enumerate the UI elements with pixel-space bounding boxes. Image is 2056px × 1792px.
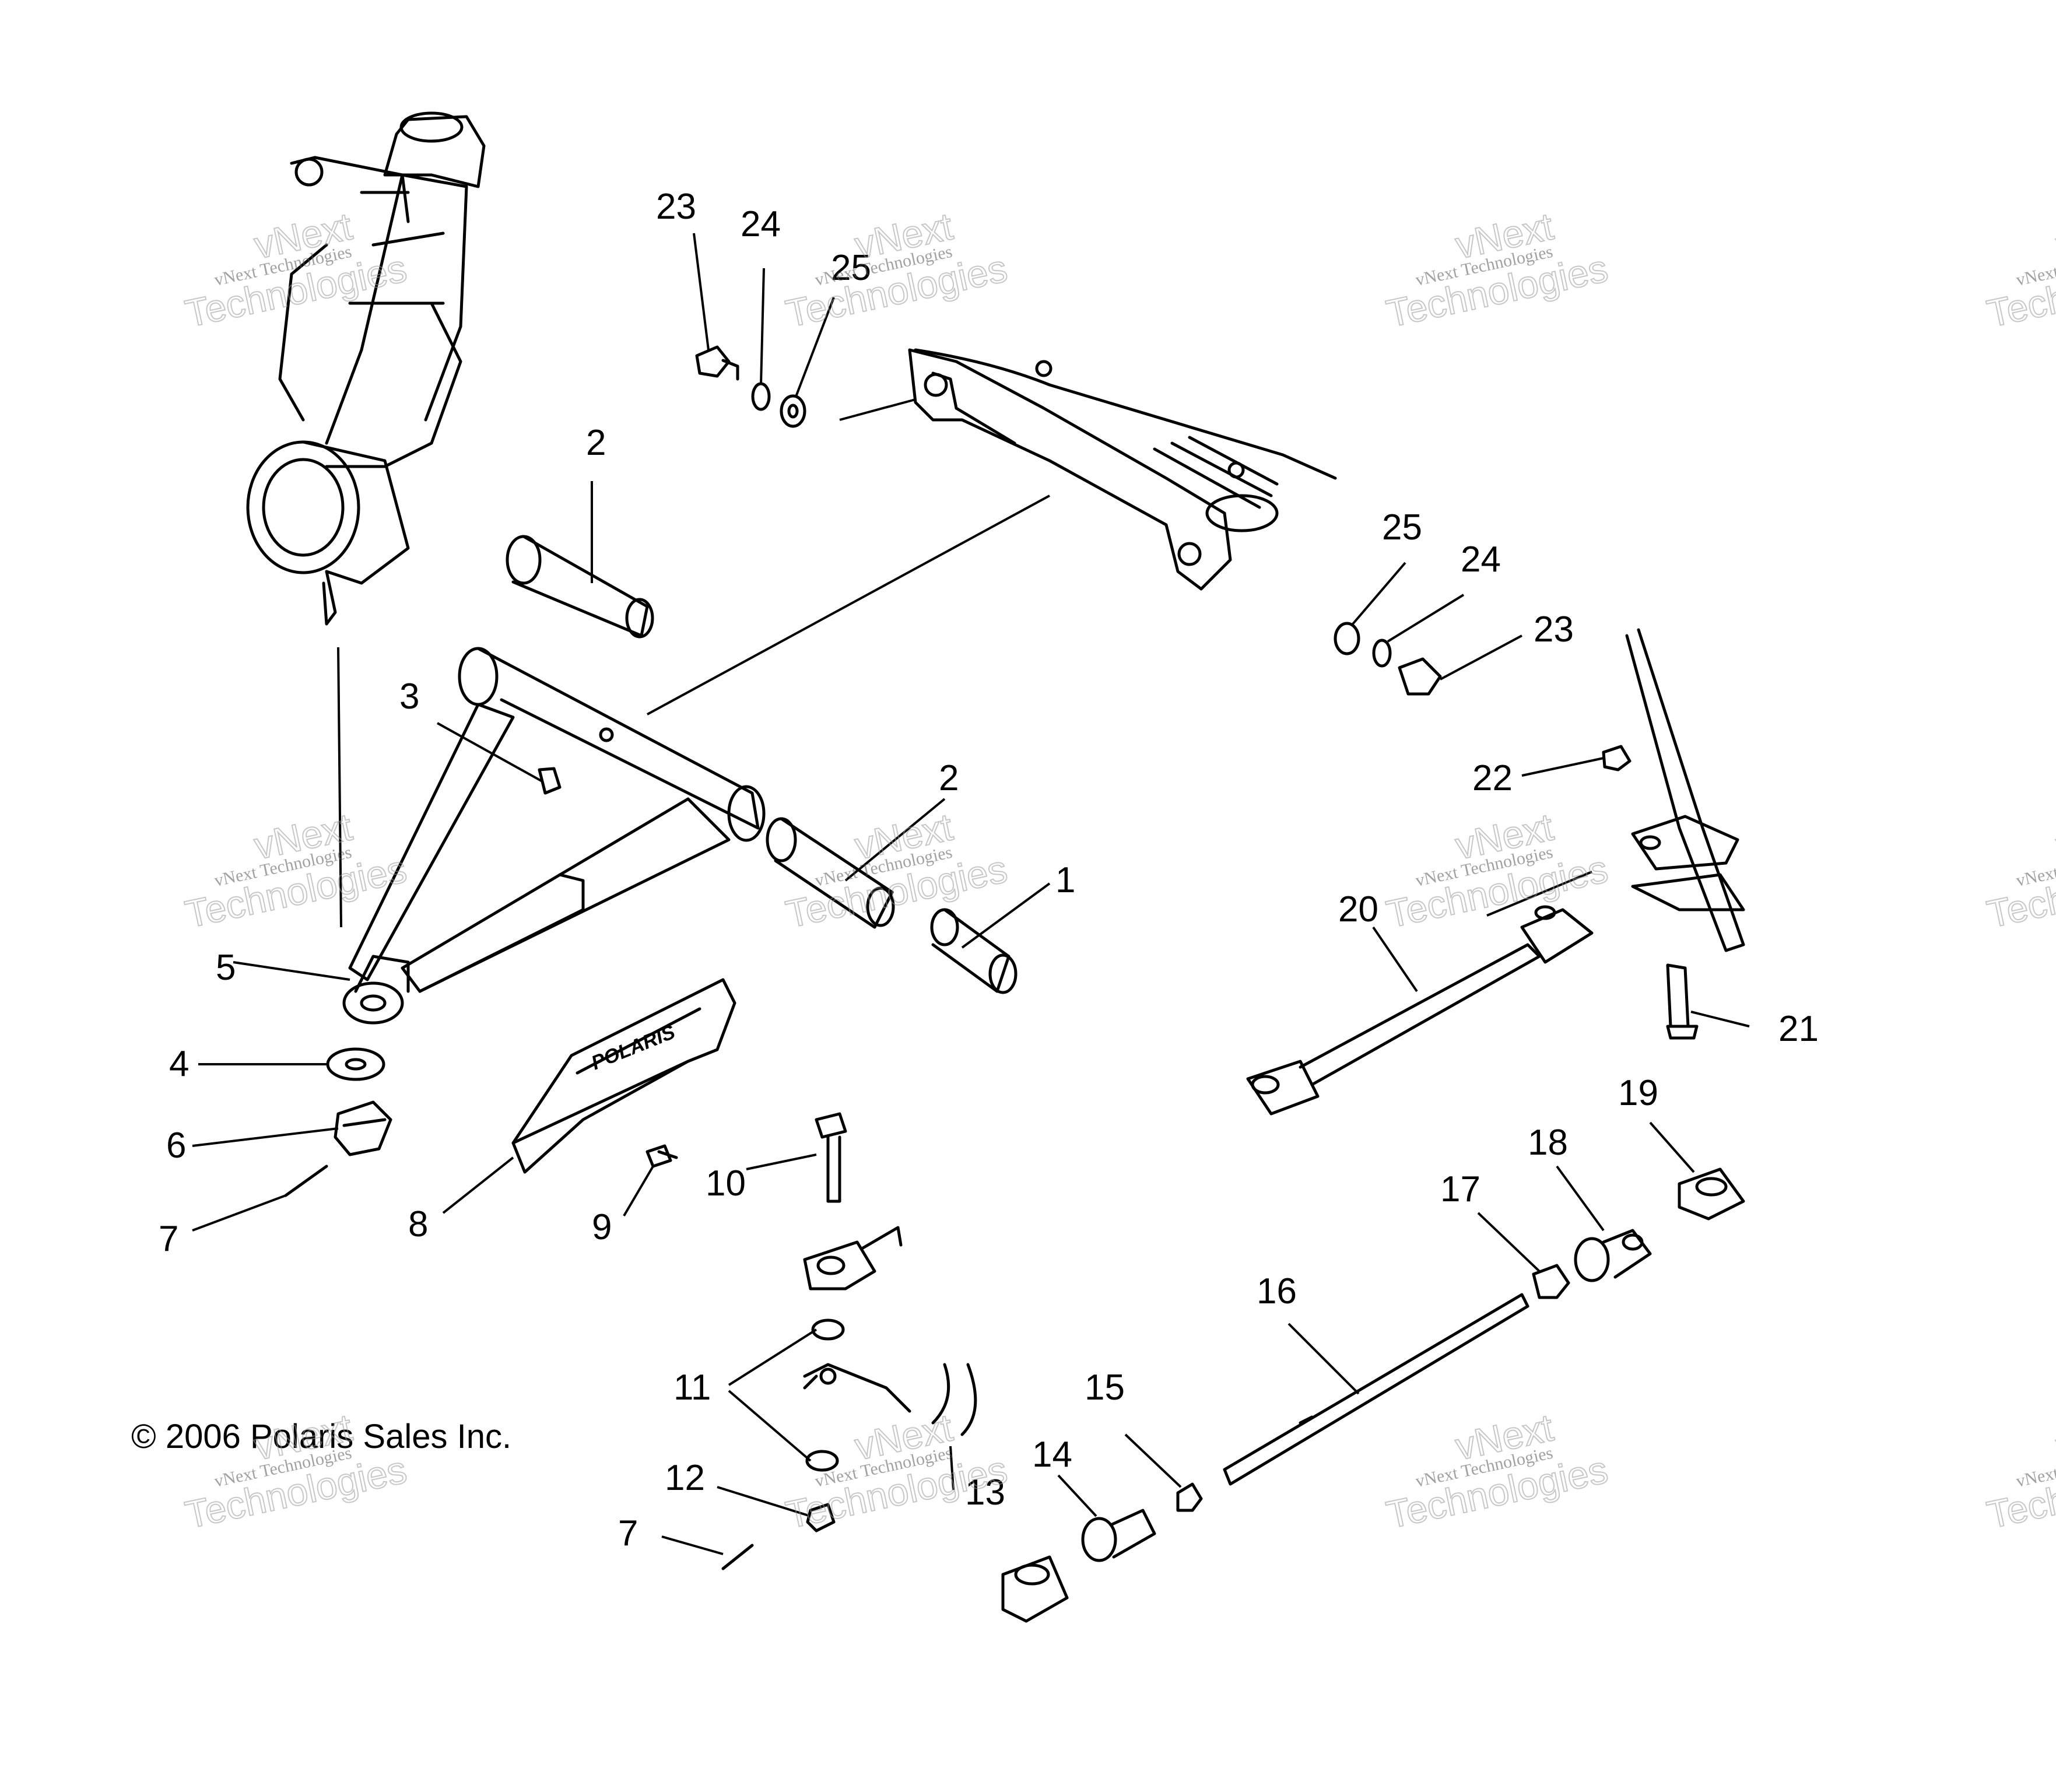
castle-nut xyxy=(334,1100,392,1156)
watermark-group: vNext vNext Technologies Technologies vN… xyxy=(181,204,2056,1537)
callout-25-right: 25 xyxy=(1382,507,1422,548)
washer-pair xyxy=(805,1318,845,1472)
svg-text:Technologies: Technologies xyxy=(1983,246,2056,335)
callout-20: 20 xyxy=(1338,889,1378,930)
bolt xyxy=(815,1112,847,1203)
callout-23-upper: 23 xyxy=(656,187,696,227)
callout-4: 4 xyxy=(169,1044,189,1084)
lock-washer-right xyxy=(1372,639,1392,668)
bushing-sleeve xyxy=(930,908,1018,994)
callout-19: 19 xyxy=(1618,1073,1658,1113)
callout-3: 3 xyxy=(399,676,419,717)
callout-18: 18 xyxy=(1528,1123,1568,1163)
svg-text:vNext: vNext xyxy=(2053,1405,2056,1468)
svg-text:Technologies: Technologies xyxy=(1983,847,2056,935)
callout-7-lower: 7 xyxy=(618,1513,638,1553)
skid-plate-logo: POLARIS xyxy=(588,1021,679,1074)
watermark: vNext vNext Technologies Technologies xyxy=(1983,1405,2056,1537)
pivot-tube-lower xyxy=(766,817,895,929)
skid-plate: POLARIS xyxy=(511,978,736,1174)
screw xyxy=(645,1144,678,1168)
callout-2-upper: 2 xyxy=(586,423,606,463)
callout-25-upper: 25 xyxy=(831,248,871,288)
leader-lines xyxy=(192,233,1750,1555)
callout-10: 10 xyxy=(706,1163,746,1204)
callout-17: 17 xyxy=(1440,1169,1480,1209)
a-arm xyxy=(342,647,766,1025)
pivot-tube-upper xyxy=(506,535,654,639)
callout-12: 12 xyxy=(665,1458,705,1498)
callout-22: 22 xyxy=(1472,758,1513,798)
callout-14: 14 xyxy=(1032,1435,1072,1475)
callout-16: 16 xyxy=(1257,1271,1297,1311)
flat-washer-upper xyxy=(780,394,806,428)
lock-washer-upper xyxy=(751,382,771,411)
rod-end-housing xyxy=(1001,1555,1069,1623)
frame-bracket xyxy=(908,348,1337,591)
rod-end xyxy=(1081,1509,1156,1562)
svg-text:vNext: vNext xyxy=(2053,204,2056,266)
watermark: vNext vNext Technologies Technologies xyxy=(1382,1405,1612,1537)
rod-end-housing-right xyxy=(1678,1167,1745,1221)
watermark: vNext vNext Technologies Technologies xyxy=(781,204,1011,336)
watermark: vNext vNext Technologies Technologies xyxy=(181,204,411,336)
callout-6: 6 xyxy=(166,1125,186,1166)
tie-rod xyxy=(1223,1293,1529,1486)
flange-bolt-upper xyxy=(695,345,739,381)
callout-24-right: 24 xyxy=(1461,539,1501,580)
tie-rod-assembly xyxy=(1246,905,1594,1116)
lock-nut-small xyxy=(806,1503,836,1533)
watermark: vNext vNext Technologies Technologies xyxy=(1983,204,2056,336)
cotter-pin-lower xyxy=(721,1544,754,1570)
callout-13: 13 xyxy=(965,1472,1005,1513)
watermark: vNext vNext Technologies Technologies xyxy=(1382,204,1612,336)
rod-end-bushing xyxy=(803,1226,903,1290)
cotter-pin xyxy=(284,1165,328,1197)
callout-2-lower: 2 xyxy=(939,758,959,798)
lock-nut xyxy=(1602,745,1632,771)
svg-text:Technologies: Technologies xyxy=(1983,1447,2056,1536)
washer xyxy=(326,1047,385,1081)
jam-nut xyxy=(1176,1482,1203,1512)
watermark: vNext vNext Technologies Technologies xyxy=(1983,804,2056,937)
jam-nut-right xyxy=(1532,1264,1570,1299)
flat-washer-right xyxy=(1334,622,1360,655)
mounting-tab xyxy=(803,1363,977,1436)
callout-21: 21 xyxy=(1778,1009,1819,1049)
callout-23-right: 23 xyxy=(1534,609,1574,650)
callout-7-upper: 7 xyxy=(159,1219,178,1259)
callout-8: 8 xyxy=(408,1204,428,1244)
callout-labels: 23 24 25 2 25 24 23 3 22 2 1 20 5 21 4 1… xyxy=(159,187,1819,1553)
steering-knuckle xyxy=(246,111,486,626)
steering-post xyxy=(1625,628,1745,952)
callout-9: 9 xyxy=(592,1207,612,1247)
callout-15: 15 xyxy=(1085,1367,1125,1408)
steering-bolt xyxy=(1666,963,1699,1040)
svg-text:vNext: vNext xyxy=(2053,805,2056,867)
callout-11: 11 xyxy=(673,1367,711,1408)
copyright-notice: © 2006 Polaris Sales Inc. xyxy=(131,1418,511,1456)
callout-24-upper: 24 xyxy=(741,204,781,244)
callout-1: 1 xyxy=(1055,860,1075,900)
callout-5: 5 xyxy=(216,948,236,988)
flange-bolt-right xyxy=(1398,657,1442,696)
rod-end-right xyxy=(1574,1229,1652,1282)
grease-fitting xyxy=(538,767,562,795)
watermark: vNext vNext Technologies Technologies xyxy=(781,1405,1011,1537)
